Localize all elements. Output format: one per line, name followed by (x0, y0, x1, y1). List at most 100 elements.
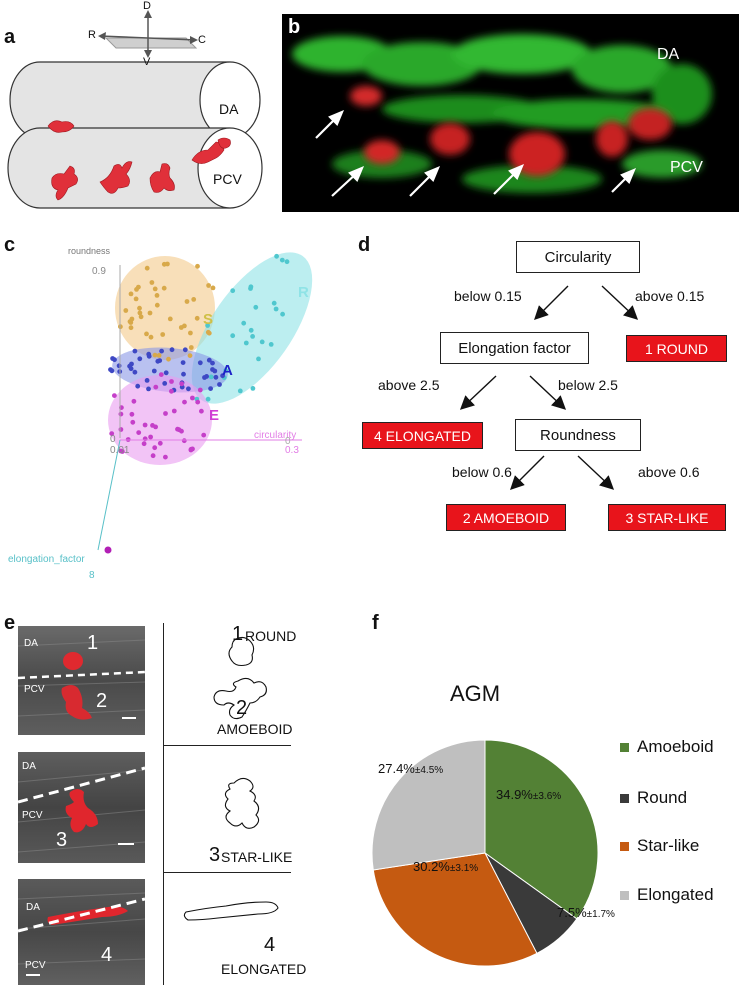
scatter-point-a (144, 378, 150, 383)
scatter-point-s (187, 353, 193, 358)
scatter-point-r (280, 311, 285, 317)
scatter-point-s (128, 325, 134, 331)
scatter-point-r (248, 327, 254, 333)
tick-0-01: 0.01 (110, 445, 130, 456)
scatter-point-e (175, 426, 180, 432)
scatter-point-r (208, 374, 214, 380)
cluster-e-label: E (209, 407, 220, 424)
threshold-above-0-6: above 0.6 (638, 464, 700, 480)
class-elongated: 4 ELONGATED (362, 422, 483, 449)
scatter-point-s (167, 316, 173, 322)
cluster-s-label: S (203, 311, 214, 328)
scatter-point-a (210, 360, 215, 366)
scatter-point-s (188, 345, 194, 350)
da-end (199, 61, 261, 139)
node-roundness: Roundness (515, 419, 641, 451)
scatter-point-e (169, 388, 174, 394)
node-elongation-factor: Elongation factor (440, 332, 589, 364)
scatter-point-e (150, 453, 156, 459)
scatter-point-e (195, 399, 201, 405)
scatter-point-s (128, 291, 134, 297)
label-round: 7.5%±1.7% (557, 905, 615, 920)
chart-title: AGM (450, 681, 501, 706)
legend-swatch-round (620, 793, 629, 803)
scatter-point-e (188, 446, 194, 452)
panel-label-a: a (4, 26, 16, 48)
scatter-point-e (131, 398, 137, 404)
legend-amoeboid: Amoeboid (620, 737, 714, 757)
scatter-point-e (119, 449, 125, 454)
panel-label-c: c (4, 234, 16, 256)
cluster-a-label: A (222, 362, 233, 379)
outline-star-like (224, 777, 260, 829)
tick-8: 8 (89, 570, 95, 581)
scatter-point-e (179, 381, 185, 387)
scatter-point-s (195, 263, 200, 269)
scatter-point-a (213, 374, 219, 380)
scatter-point-s (137, 310, 143, 316)
axis-r: R (88, 29, 96, 41)
vessel-schematic (7, 10, 263, 209)
scatter-point-s (123, 308, 129, 313)
scatter-point-s (166, 356, 171, 362)
scatter-point-e (150, 423, 155, 428)
scatter-point-e (142, 422, 148, 428)
outline-elongated (183, 901, 279, 921)
elongation-axis-label: elongation_factor (8, 554, 85, 565)
scatter-point-s (194, 315, 200, 321)
legend-star-like: Star-like (620, 836, 699, 856)
scatter-point-r (250, 334, 256, 339)
scatter-point-e (141, 441, 147, 447)
legend-round: Round (620, 788, 687, 808)
scatter-point-e (158, 372, 164, 377)
panel-label-e: e (4, 612, 16, 634)
scatter-point-s (148, 334, 154, 340)
e1-pcv: PCV (24, 684, 45, 695)
scatter-point-s (206, 283, 212, 288)
cell-outlines (183, 636, 279, 921)
scatter-point-e (118, 411, 124, 417)
shape-1-name: ROUND (245, 628, 297, 644)
schematic-da-label: DA (219, 101, 239, 117)
threshold-above-0-15: above 0.15 (635, 288, 705, 304)
cluster-region-e (108, 375, 212, 465)
legend-elongated: Elongated (620, 885, 714, 905)
scatter-point-r (253, 304, 259, 310)
scatter-point-r (250, 386, 256, 391)
shape-4-name: ELONGATED (221, 961, 307, 977)
scatter-point-e (157, 440, 163, 446)
red-cells (47, 120, 231, 201)
e2-cell-3: 3 (56, 829, 68, 851)
scatter-point-a (169, 347, 175, 353)
micrograph-2 (18, 752, 145, 863)
scatter-point-s (161, 285, 167, 291)
tick-0-3: 0.3 (285, 445, 299, 456)
scatter-point-a (197, 360, 203, 366)
arrows (315, 109, 637, 197)
scatter-point-a (157, 358, 163, 363)
scatter-point-s (188, 330, 193, 336)
image-da-label: DA (657, 46, 680, 63)
scatter-point-a (159, 348, 165, 354)
scatter-point-e (152, 445, 158, 451)
threshold-below-2-5: below 2.5 (558, 377, 618, 393)
scatter-point-s (184, 299, 190, 304)
axis-c: C (198, 34, 206, 46)
scatter-point-e (163, 454, 168, 460)
scatter-point-a (208, 386, 214, 391)
divider-row1 (163, 745, 291, 746)
label-elongated: 27.4%±4.5% (378, 761, 444, 776)
scatter-point-e (153, 384, 159, 390)
scatter-point-r (241, 320, 247, 326)
scatter-point-s (210, 285, 216, 291)
scatter-point-s (178, 325, 184, 330)
scatter-point-a (181, 371, 186, 377)
scatter-point-r (279, 257, 285, 263)
scatter-point-s (156, 353, 162, 358)
e3-cell-4: 4 (101, 944, 113, 966)
pie-slice-star-like (372, 852, 538, 967)
e2-pcv: PCV (22, 810, 43, 821)
scatter-point-s (138, 314, 144, 320)
scatter-point-e (118, 427, 124, 432)
shape-3-number: 3 (209, 844, 221, 866)
